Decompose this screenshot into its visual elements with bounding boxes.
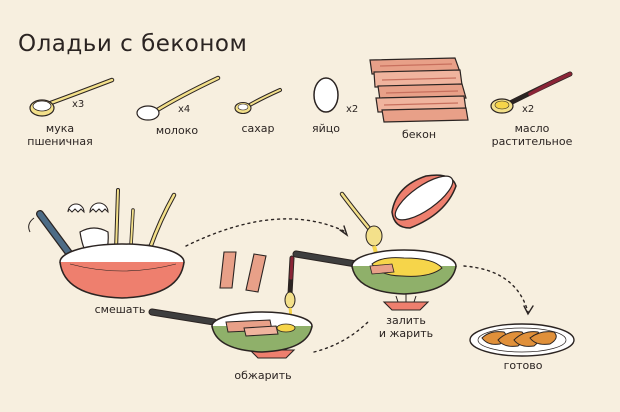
ingredient-qty: x3 [72,99,85,110]
flow-arrows [185,218,529,353]
egg-icon [313,77,339,113]
ingredient-label-bacon: бекон [401,128,437,141]
step-label-mix: смешать [94,303,146,316]
ingredient-qty: x2 [522,104,535,115]
step-label-done: готово [503,359,543,372]
ingredient-label-milk: молоко [155,124,199,137]
mixing-bowl-icon [28,188,185,299]
step-label-pour-fry: залить и жарить [378,314,434,340]
arrow-heads [339,225,534,316]
ingredient-label-sugar: сахар [241,122,275,135]
frying-pan-batter-icon [292,174,457,311]
milk-spoon-icon [136,75,221,121]
ingredient-label-flour: мука пшеничная [27,122,93,148]
ingredient-label-oil: масло растительное [491,122,573,148]
frying-pan-bacon-icon [148,251,313,359]
plate-done-icon [469,323,575,357]
ingredient-label-egg: яйцо [312,122,340,135]
flour-spoon-icon [29,77,115,117]
ingredient-qty: x2 [346,104,359,115]
sugar-spoon-icon [234,88,282,115]
page-title: Оладьи с беконом [18,31,248,57]
step-label-fry: обжарить [234,369,292,382]
ingredient-qty: x4 [178,104,191,115]
oil-spoon-icon [490,71,573,114]
bacon-stack-icon [369,57,469,123]
